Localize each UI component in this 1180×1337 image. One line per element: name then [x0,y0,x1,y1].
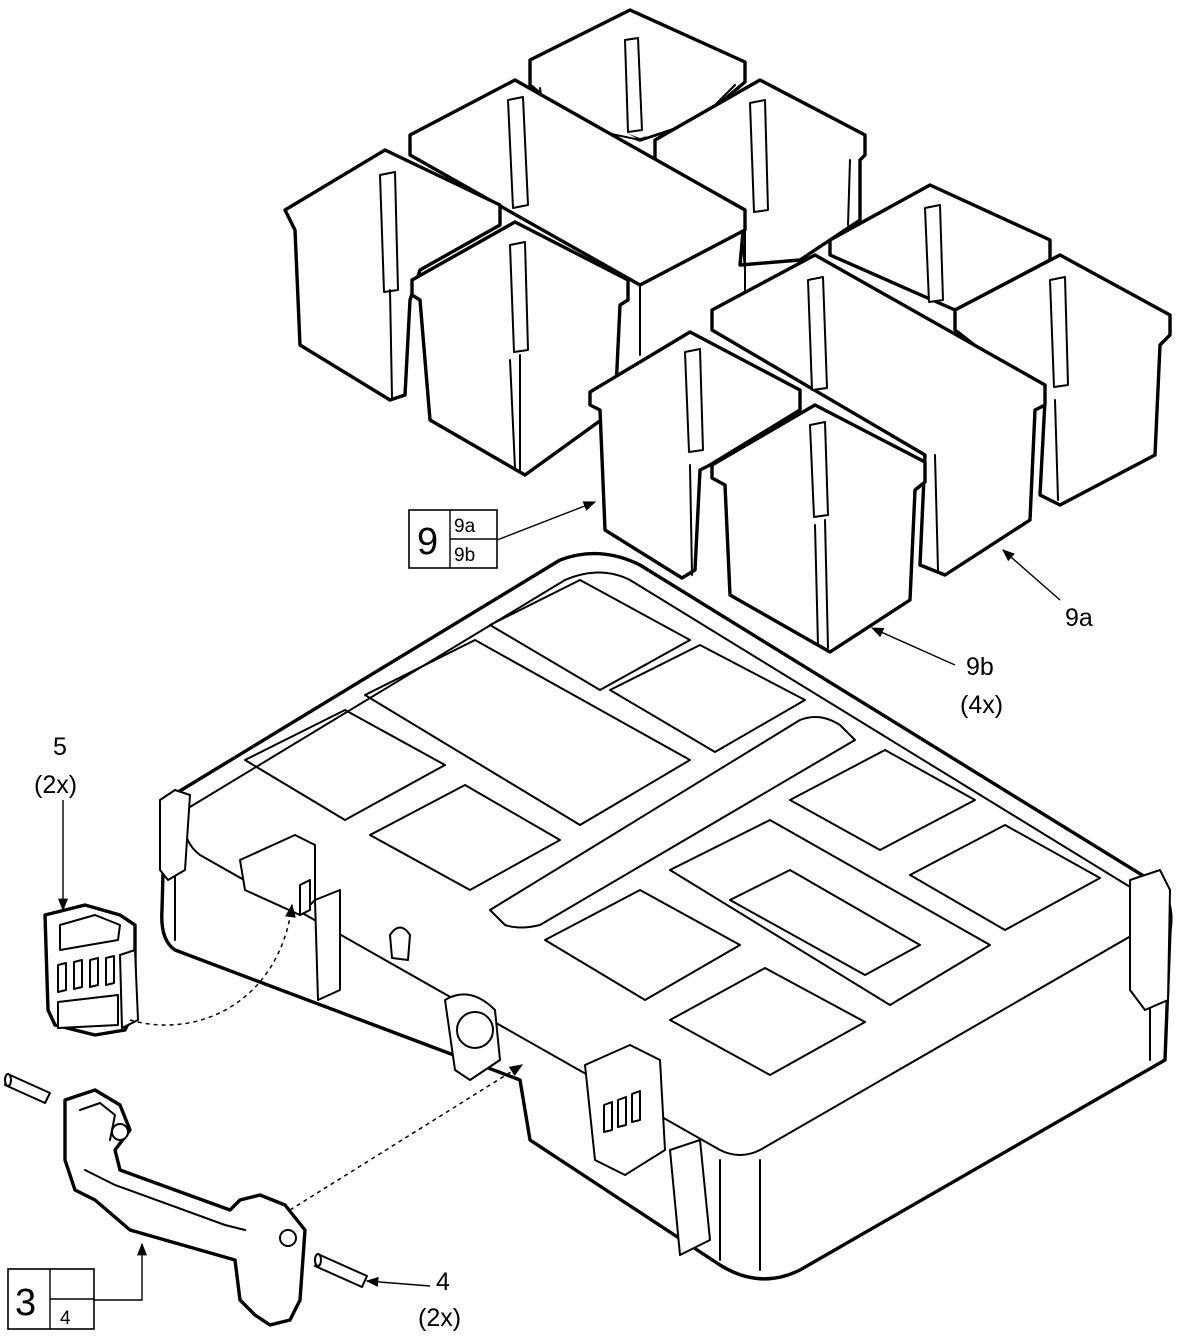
handle-icon [63,1088,307,1327]
reference-box-9: 9 9a 9b [408,509,498,569]
callout-9b: 9b [966,653,994,681]
leader-9 [496,501,597,541]
pin-icon [4,1073,51,1104]
case-compartments [244,579,1101,1076]
latch-icon [584,1044,666,1176]
latch-part-5 [43,903,139,1037]
callout-9a: 9a [1065,604,1093,632]
storage-bin-icon [710,253,1047,577]
callout-4-qty: (2x) [418,1304,461,1332]
storage-bin-icon [710,403,927,654]
assembly-path-handle [289,1064,524,1211]
storage-bin-icon [588,330,802,580]
callout-9b-qty: (4x) [960,691,1003,719]
storage-bin-icon [283,148,502,402]
reference-box-9-main: 9 [417,521,438,563]
bin-set-lower [588,183,1172,654]
leader-4 [365,1276,431,1287]
storage-bin-icon [828,183,1052,312]
callout-5: 5 [53,733,67,761]
storage-bin-icon [408,78,747,356]
reference-box-3-bottom: 4 [60,1308,71,1329]
reference-box-9-top: 9a [454,516,476,537]
leader-3 [94,1242,148,1301]
callout-5-qty: (2x) [34,771,77,799]
reference-box-9-bottom: 9b [454,545,475,566]
bin-set-upper [283,8,867,477]
pin-icon [314,1253,368,1288]
leader-9a [1002,549,1061,601]
callout-4: 4 [436,1268,450,1296]
leader-9b [870,627,956,666]
assembly-path-latch [129,903,296,1026]
reference-box-3: 3 4 [7,1268,95,1330]
organizer-case-icon [159,551,1173,1281]
reference-box-3-main: 3 [15,1282,36,1324]
